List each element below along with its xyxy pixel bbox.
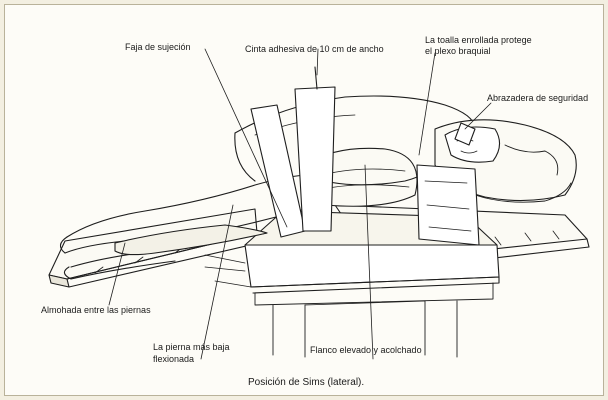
adhesive-tape: [295, 67, 335, 231]
sims-position-illustration: [5, 5, 605, 397]
label-pierna-line2: flexionada: [153, 354, 194, 365]
label-almohada: Almohada entre las piernas: [41, 305, 151, 316]
leader-toalla: [419, 53, 435, 155]
label-pierna-line1: La pierna más baja: [153, 342, 230, 353]
figure-panel: Faja de sujeción Cinta adhesiva de 10 cm…: [4, 4, 604, 396]
label-toalla-enrollada-1: La toalla enrollada protege: [425, 35, 532, 46]
rolled-towel-block: [417, 165, 479, 245]
label-toalla-enrollada-2: el plexo braquial: [425, 46, 491, 57]
label-cinta-adhesiva: Cinta adhesiva de 10 cm de ancho: [245, 44, 384, 55]
label-flanco: Flanco elevado y acolchado: [310, 345, 422, 356]
figure-caption: Posición de Sims (lateral).: [248, 377, 364, 388]
label-faja-de-sujecion: Faja de sujeción: [125, 42, 191, 53]
label-abrazadera: Abrazadera de seguridad: [487, 93, 588, 104]
